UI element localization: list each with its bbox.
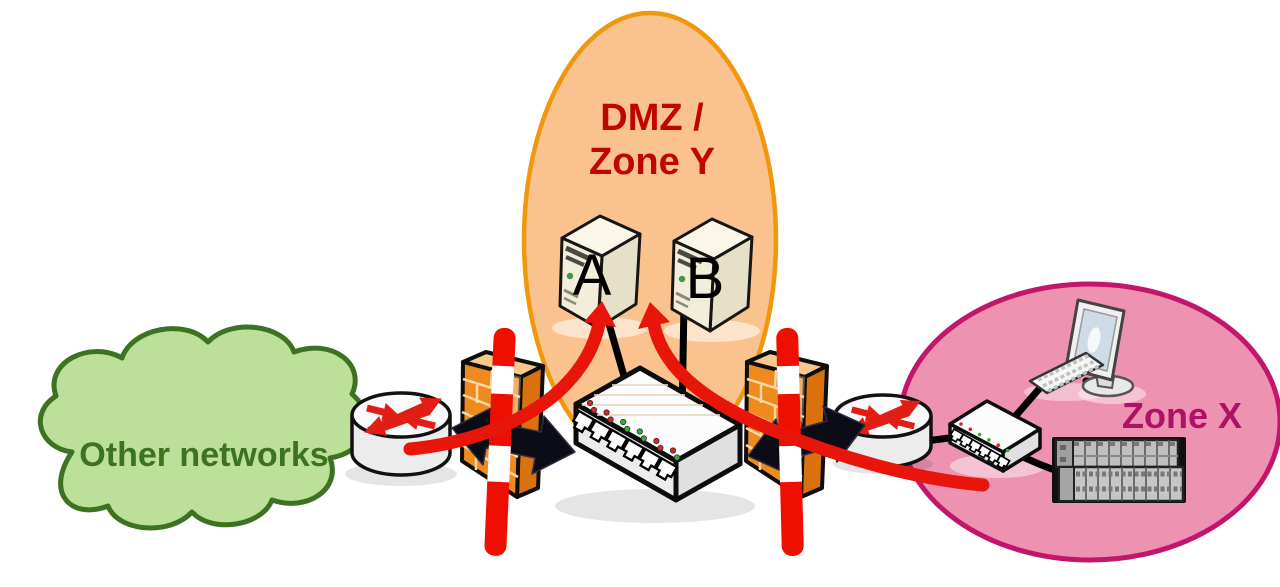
- switch-leds: [586, 399, 681, 461]
- blocking-barrier-pole-left: [484, 327, 516, 556]
- zone-x-switch-icon: [948, 399, 1042, 473]
- zone-x-label: Zone X: [1122, 395, 1242, 436]
- switch-top-streaks: [582, 384, 720, 416]
- flow-arrowhead-a: [584, 301, 616, 327]
- small-switch-ports: [949, 427, 1011, 470]
- other-networks-label: Other networks: [79, 436, 328, 474]
- other-networks-zone: Other networks: [37, 324, 369, 531]
- dmz-zone-label-line1: DMZ /: [600, 97, 704, 139]
- server-b-front-details: [675, 248, 704, 309]
- flow-arrow-to-server-a: [403, 301, 616, 456]
- edge-router-icon: [350, 391, 452, 477]
- keyboard-icon: [1028, 351, 1105, 395]
- other-networks-cloud: [37, 324, 369, 531]
- plc-row1-slots: [1084, 440, 1170, 467]
- server-a-front-details: [563, 245, 592, 306]
- flow-arrow-to-server-b: [638, 302, 990, 492]
- server-b-icon: [670, 217, 754, 333]
- dmz-switch-icon: [571, 365, 743, 503]
- dmz-zone-label-line2: Zone Y: [589, 141, 715, 183]
- flow-arrowhead-b: [638, 302, 670, 329]
- keyboard-keys: [1037, 353, 1100, 393]
- server-a-label: A: [573, 243, 612, 308]
- switch-ports: [571, 409, 679, 482]
- server-b-label: B: [686, 246, 725, 311]
- router-arrows: [363, 397, 442, 436]
- small-switch-leds: [959, 422, 1010, 453]
- plc-rack-icon: [1052, 437, 1186, 503]
